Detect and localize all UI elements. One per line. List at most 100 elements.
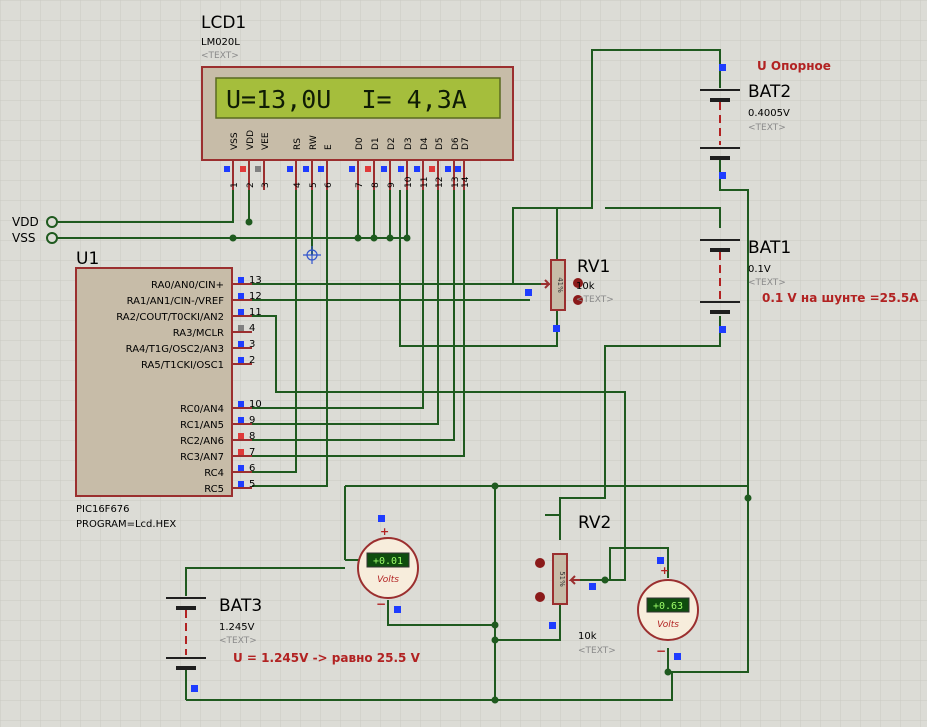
mcu-pin-label: RA3/MCLR — [173, 328, 224, 339]
bat3-component[interactable]: BAT3 1.245V <TEXT> — [166, 596, 262, 670]
voltmeter-2-lcd — [646, 597, 690, 613]
junction-dot — [229, 234, 237, 242]
pin-state-marker — [414, 166, 420, 172]
rv2-wiper-arrow — [568, 575, 580, 585]
vss-terminal[interactable] — [46, 232, 58, 244]
bat3-text-placeholder: <TEXT> — [219, 636, 257, 646]
lcd-pin-label: D2 — [387, 137, 397, 150]
pin-state-marker — [238, 325, 244, 331]
lcd-pin-label: D4 — [420, 137, 430, 150]
pin-state-marker — [238, 481, 244, 487]
pin-state-marker — [398, 166, 404, 172]
lcd-pin-number: 9 — [387, 182, 397, 188]
vdd-terminal[interactable] — [46, 216, 58, 228]
bat1-component[interactable]: BAT1 0.1V <TEXT> — [700, 238, 791, 314]
pin-state-marker — [303, 166, 309, 172]
mcu-pin-label: RC2/AN6 — [180, 436, 224, 447]
lcd-name: LCD1 — [201, 13, 246, 33]
lcd-pin-label: VSS — [230, 132, 240, 150]
mcu-name: U1 — [76, 249, 99, 269]
pin-state-marker — [240, 166, 246, 172]
state-marker — [589, 583, 596, 590]
lcd-pins: VSS1VDD2VEE3RS4RW5E6D07D18D29D310D411D51… — [224, 130, 471, 190]
rv1-value: 10k — [576, 281, 595, 292]
bat2-value: 0.4005V — [748, 108, 790, 119]
lcd-component[interactable]: LCD1 LM020L <TEXT> U=13,0U I= 4,3A VSS1V… — [201, 13, 514, 190]
rv1-component[interactable]: 41% RV1 10k <TEXT> — [541, 257, 614, 311]
rv1-increase-button[interactable] — [573, 278, 583, 288]
pin-state-marker — [238, 401, 244, 407]
mcu-pin-label: RA5/T1CKI/OSC1 — [141, 360, 224, 371]
junction-dot — [744, 494, 752, 502]
pin-state-marker — [318, 166, 324, 172]
pin-state-marker — [238, 433, 244, 439]
lcd-pin-number: 3 — [261, 182, 271, 188]
mcu-pin-number: 9 — [249, 415, 255, 426]
voltmeter-2-minus-sign: − — [656, 644, 666, 658]
mcu-pin-label: RC5 — [204, 484, 224, 495]
lcd-pin-label: RS — [293, 138, 303, 150]
pin-state-marker — [238, 309, 244, 315]
bat3-name: BAT3 — [219, 596, 262, 616]
mcu-part: PIC16F676 — [76, 504, 130, 515]
mcu-pin-number: 5 — [249, 479, 255, 490]
junction-dot — [491, 621, 499, 629]
bat3-value: 1.245V — [219, 622, 255, 633]
mcu-pin-label: RC1/AN5 — [180, 420, 224, 431]
junction-dot — [664, 668, 672, 676]
lcd-display-text: U=13,0U I= 4,3A — [226, 85, 467, 114]
crosshair-icon — [303, 246, 321, 264]
pin-state-marker — [455, 166, 461, 172]
voltmeter-2-unit: Volts — [657, 620, 679, 630]
state-marker — [719, 326, 726, 333]
junction-dot — [601, 576, 609, 584]
bat2-component[interactable]: BAT2 0.4005V <TEXT> — [700, 75, 791, 160]
mcu-pin-number: 2 — [249, 355, 255, 366]
rv2-text-placeholder: <TEXT> — [578, 646, 616, 656]
voltmeter-1-unit: Volts — [377, 575, 399, 585]
lcd-pin-number: 4 — [293, 182, 303, 188]
lcd-pin-label: D6 — [451, 137, 461, 150]
voltmeter-1[interactable]: +0.01 Volts + − — [357, 525, 419, 611]
rv2-name: RV2 — [578, 513, 611, 533]
mcu-pin-label: RC3/AN7 — [180, 452, 224, 463]
mcu-pin-number: 8 — [249, 431, 255, 442]
lcd-pin-label: VEE — [261, 132, 271, 150]
lcd-pin-number: 1 — [230, 182, 240, 188]
voltmeter-1-reading: +0.01 — [373, 556, 403, 567]
state-marker — [553, 325, 560, 332]
rv1-decrease-button[interactable] — [573, 295, 583, 305]
note-shunt: 0.1 V на шунте =25.5A — [762, 291, 919, 305]
pin-state-marker — [224, 166, 230, 172]
rv2-component[interactable]: 51% RV2 10k <TEXT> — [535, 513, 616, 656]
junction-dot — [491, 696, 499, 704]
mcu-pin-label: RA1/AN1/CIN-/VREF — [127, 296, 225, 307]
pin-state-marker — [238, 465, 244, 471]
pin-state-marker — [255, 166, 261, 172]
lcd-text-placeholder: <TEXT> — [201, 51, 239, 61]
rv1-name: RV1 — [577, 257, 610, 277]
lcd-pin-number: 5 — [309, 182, 319, 188]
mcu-pin-number: 11 — [249, 307, 262, 318]
mcu-pin-label: RA4/T1G/OSC2/AN3 — [126, 344, 224, 355]
state-marker — [719, 64, 726, 71]
state-marker — [674, 653, 681, 660]
rv2-decrease-button[interactable] — [535, 592, 545, 602]
rv1-percent: 41% — [556, 277, 564, 293]
pin-state-marker — [381, 166, 387, 172]
mcu-pin-number: 13 — [249, 275, 262, 286]
mcu-pin-number: 6 — [249, 463, 255, 474]
lcd-screen — [215, 77, 501, 119]
pin-state-marker — [365, 166, 371, 172]
rv2-value: 10k — [578, 631, 597, 642]
voltmeter-2[interactable]: +0.63 Volts + − — [637, 564, 699, 658]
rv2-increase-button[interactable] — [535, 558, 545, 568]
junction-dot — [245, 218, 253, 226]
rv2-body — [552, 553, 568, 605]
mcu-pin-label: RA2/COUT/T0CKI/AN2 — [116, 312, 224, 323]
voltmeter-2-reading: +0.63 — [653, 601, 683, 612]
lcd-pin-label: RW — [309, 135, 319, 150]
